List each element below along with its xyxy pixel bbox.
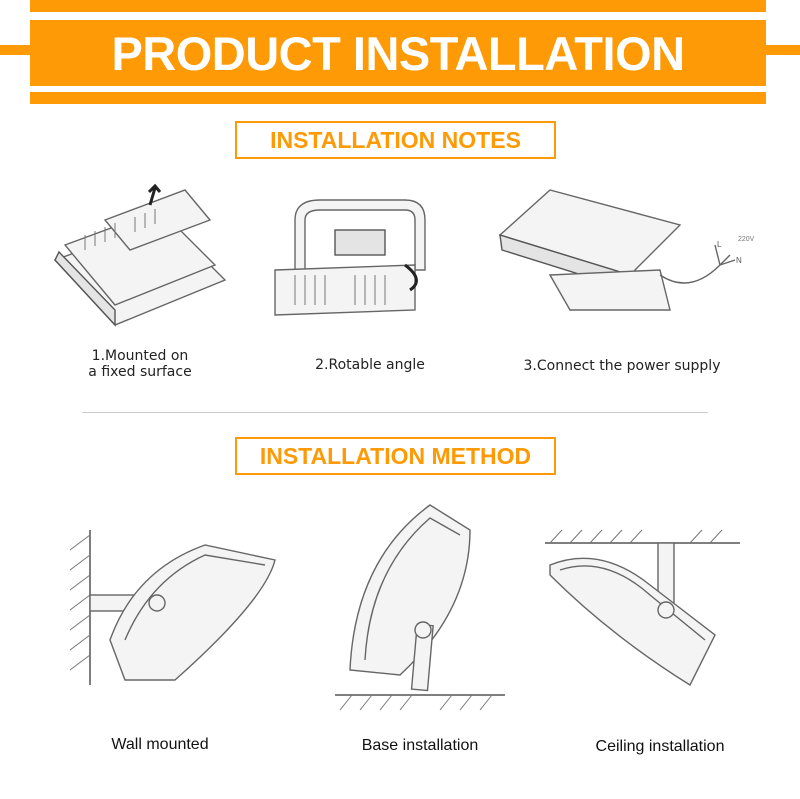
- top-stripe: [30, 0, 766, 12]
- rotatable-fixture-illustration: [274, 199, 426, 316]
- ceiling-installation-illustration: [545, 529, 740, 687]
- base-installation-caption: Base installation: [361, 737, 479, 754]
- wall-mounted-caption: Wall mounted: [111, 736, 209, 753]
- installation-notes-heading: INSTALLATION NOTES: [235, 121, 556, 159]
- page-title: PRODUCT INSTALLATION: [30, 20, 766, 86]
- step-1-caption: 1.Mounted on a fixed surface: [70, 348, 210, 380]
- step-1-line1: 1.Mounted on: [91, 348, 189, 364]
- installation-method-heading: INSTALLATION METHOD: [235, 437, 556, 475]
- ceiling-installation-caption: Ceiling installation: [595, 738, 725, 755]
- right-line: [766, 45, 800, 55]
- wall-mounted-illustration: [69, 530, 276, 685]
- arrow-up-icon: [147, 183, 162, 206]
- power-connection-illustration: [498, 189, 736, 311]
- step-1-line2: a fixed surface: [88, 364, 192, 380]
- divider: [82, 412, 708, 413]
- wire-label-voltage: 220V: [738, 236, 755, 243]
- base-installation-illustration: [335, 504, 505, 711]
- step-2-caption: 2.Rotable angle: [315, 357, 425, 373]
- left-line: [0, 45, 30, 55]
- rotate-arrow-icon: [404, 263, 418, 292]
- wire-label-neutral: N: [736, 256, 742, 265]
- mounted-fixture-illustration: [53, 183, 227, 327]
- wire-label-live: L: [717, 240, 722, 249]
- step-3-caption: 3.Connect the power supply: [523, 358, 721, 374]
- bottom-stripe: [30, 92, 766, 104]
